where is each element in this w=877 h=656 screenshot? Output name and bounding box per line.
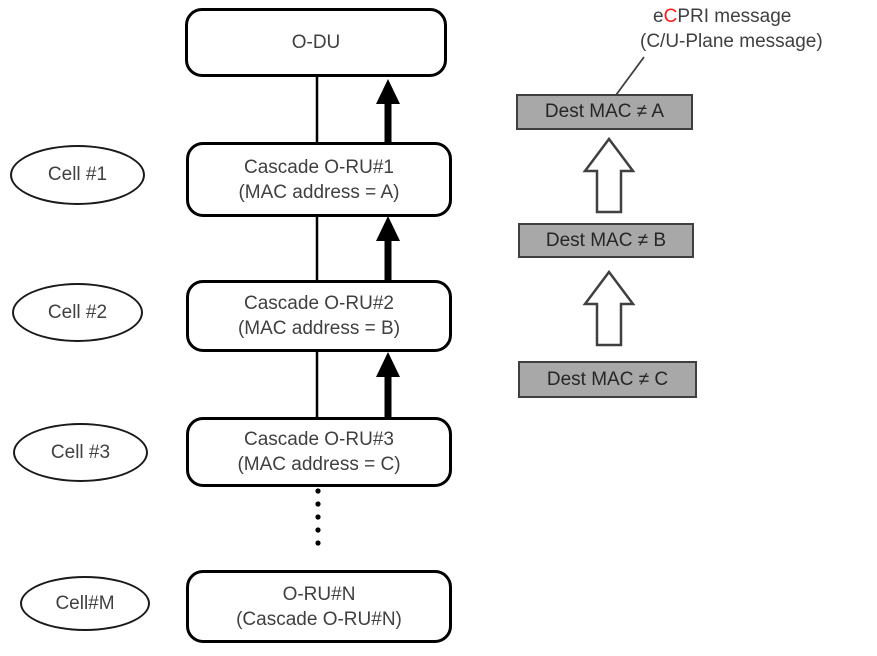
dest-mac-a-box: Dest MAC ≠ A [516,94,693,130]
uplink-arrow-ru3-ru2 [376,352,400,418]
ecpri-text-post: PRI message [677,6,792,27]
ecpri-callout-label: eCPRI message (C/U-Plane message) [640,4,823,54]
node-cascade-oru-2: Cascade O-RU#2 (MAC address = B) [186,280,452,352]
dest-mac-label: Dest MAC ≠ C [546,368,669,390]
ecpri-text-highlight-c: C [663,6,678,27]
dest-mac-c-box: Dest MAC ≠ C [518,361,697,398]
node-label-line2: (Cascade O-RU#N) [236,608,402,630]
node-odu-label: O-DU [291,32,341,53]
ecpri-text-pre: e [653,6,664,27]
ecpri-callout-line1: eCPRI message [653,4,823,29]
cell-label: Cell#M [55,592,115,614]
ecpri-callout-line2: (C/U-Plane message) [640,29,823,54]
callout-line [615,56,645,96]
cell-2-ellipse: Cell #2 [12,283,143,342]
block-arrow-c-to-b [582,269,636,347]
node-label-line2: (MAC address = B) [237,318,401,339]
ellipsis-dots [315,488,321,546]
uplink-arrow-ru2-ru1 [376,216,400,281]
node-label-line2: (MAC address = A) [238,181,400,203]
node-cascade-oru-3: Cascade O-RU#3 (MAC address = C) [186,417,452,487]
block-arrow-b-to-a [582,136,636,214]
cell-label: Cell #1 [47,164,108,185]
node-label-line1: Cascade O-RU#2 [244,293,394,314]
dest-mac-label: Dest MAC ≠ A [544,101,665,122]
dest-mac-label: Dest MAC ≠ B [545,229,667,251]
cell-1-ellipse: Cell #1 [10,145,145,205]
node-cascade-oru-1: Cascade O-RU#1 (MAC address = A) [186,142,452,217]
node-label-line1: O-RU#N [282,583,356,605]
cell-3-ellipse: Cell #3 [13,423,148,482]
node-oru-n: O-RU#N (Cascade O-RU#N) [186,570,452,643]
ecpri-text-line2: (C/U-Plane message) [640,31,823,52]
uplink-arrow-ru1-odu [376,79,400,143]
cell-label: Cell #2 [47,301,108,323]
cell-m-ellipse: Cell#M [20,576,150,631]
cell-label: Cell #3 [50,441,111,463]
node-label-line1: Cascade O-RU#1 [244,156,394,178]
node-label-line2: (MAC address = C) [237,454,401,475]
dest-mac-b-box: Dest MAC ≠ B [518,223,694,258]
node-odu: O-DU [185,8,447,77]
node-label-line1: Cascade O-RU#3 [244,429,394,450]
